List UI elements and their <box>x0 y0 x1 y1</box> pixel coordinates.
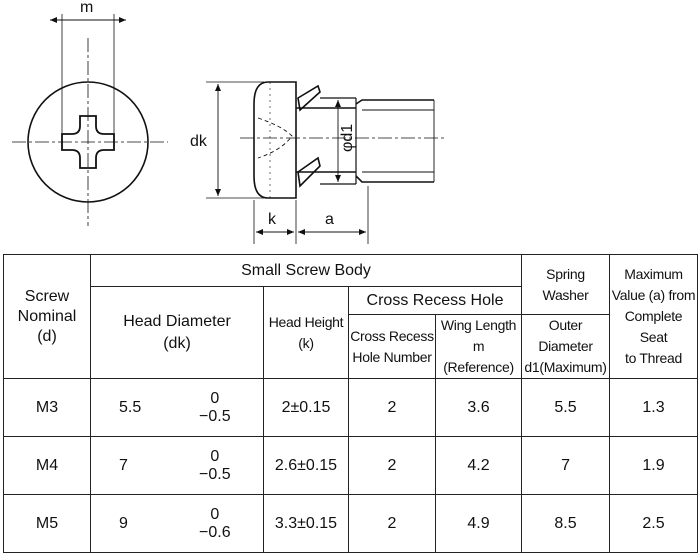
head-side-outline <box>253 81 297 199</box>
cell-max-value: 2.5 <box>609 494 699 553</box>
cell-head-diameter: 7 0−0.5 <box>90 436 264 495</box>
front-view <box>12 14 168 226</box>
label-k: k <box>268 211 277 228</box>
cell-nominal: M4 <box>3 436 91 495</box>
cross-recess-shape <box>61 115 115 169</box>
header-wing-length: Wing Length m (Reference) <box>434 314 523 379</box>
header-head-diameter: Head Diameter (dk) <box>90 286 264 379</box>
dk-value: 7 <box>119 456 128 474</box>
dk-tolerance: 0−0.6 <box>199 505 231 541</box>
cell-wing-length: 3.6 <box>434 378 523 437</box>
header-small-screw-body: Small Screw Body <box>89 254 523 287</box>
cell-head-height: 2±0.15 <box>263 378 349 437</box>
dk-value: 9 <box>119 514 128 532</box>
dk-tolerance: 0−0.5 <box>199 447 231 483</box>
label-d1: φd1 <box>339 124 356 152</box>
header-outer-diameter: Outer Diameter d1(Maximum) <box>521 314 611 379</box>
table-row: M3 5.5 0−0.5 2±0.15 2 3.6 5.5 1.3 <box>3 378 699 437</box>
washer-upper-wing <box>297 84 321 112</box>
header-cross-recess-hole-number: Cross Recess Hole Number <box>348 314 436 379</box>
head-recess-dashed <box>257 117 293 159</box>
cell-nominal: M3 <box>3 378 91 437</box>
cell-max-value: 1.9 <box>609 436 699 495</box>
header-max-value: Maximum Value (a) from Complete Seat to … <box>609 254 699 379</box>
cell-wing-length: 4.9 <box>434 494 523 553</box>
cell-max-value: 1.3 <box>609 378 699 437</box>
cell-head-diameter: 9 0−0.6 <box>90 494 264 553</box>
side-view <box>206 81 446 244</box>
header-spring-washer: Spring Washer <box>521 254 611 315</box>
table-row: M4 7 0−0.5 2.6±0.15 2 4.2 7 1.9 <box>3 436 699 495</box>
cell-head-height: 2.6±0.15 <box>263 436 349 495</box>
cell-outer-diameter: 7 <box>521 436 611 495</box>
table-row: M5 9 0−0.6 3.3±0.15 2 4.9 8.5 2.5 <box>3 494 699 553</box>
cell-hole-number: 2 <box>348 494 436 553</box>
header-screw-nominal: Screw Nominal (d) <box>3 254 91 379</box>
header-cross-recess-hole: Cross Recess Hole <box>347 286 523 315</box>
cell-head-diameter: 5.5 0−0.5 <box>90 378 264 437</box>
cell-outer-diameter: 5.5 <box>521 378 611 437</box>
cell-nominal: M5 <box>3 494 91 553</box>
cell-outer-diameter: 8.5 <box>521 494 611 553</box>
spec-table: Screw Nominal (d) Small Screw Body Sprin… <box>3 254 699 553</box>
technical-drawing: m dk k a φd1 <box>12 0 446 244</box>
dk-tolerance: 0−0.5 <box>199 389 231 425</box>
cell-hole-number: 2 <box>348 436 436 495</box>
cell-head-height: 3.3±0.15 <box>263 494 349 553</box>
label-m: m <box>80 0 93 16</box>
cell-hole-number: 2 <box>348 378 436 437</box>
dk-value: 5.5 <box>119 398 142 416</box>
header-head-height: Head Height (k) <box>263 286 349 379</box>
thread-outline <box>355 99 434 183</box>
label-dk: dk <box>190 133 208 150</box>
cell-wing-length: 4.2 <box>434 436 523 495</box>
label-a: a <box>325 211 334 228</box>
